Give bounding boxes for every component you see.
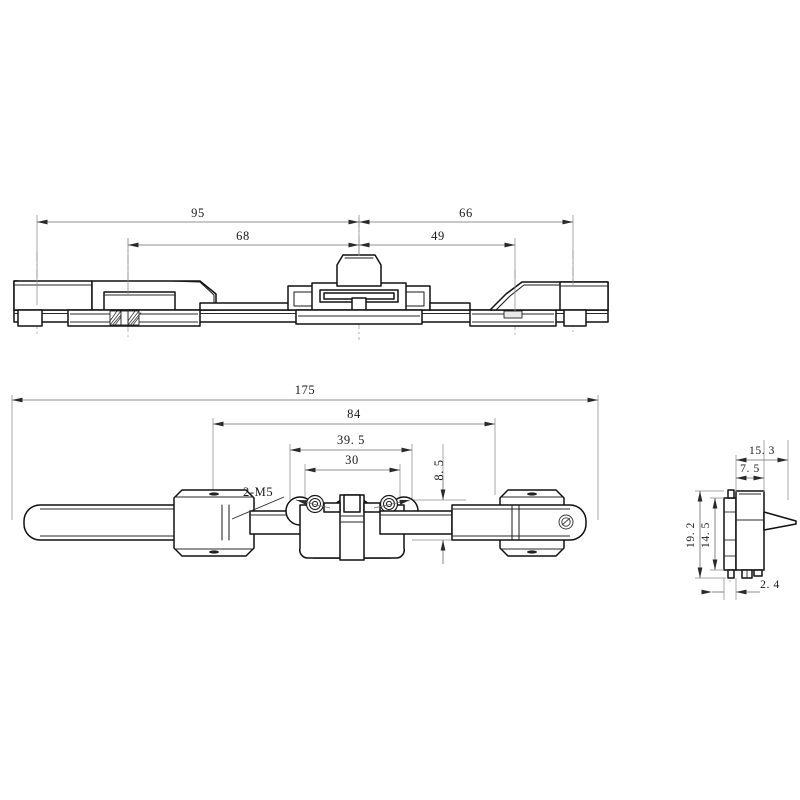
dimension-value-15-3: 15. 3 xyxy=(749,445,775,457)
screw-hole-left xyxy=(305,494,325,514)
dimension-84: 84 xyxy=(213,407,495,427)
side-view: 15. 3 7. 5 19. 2 14. 5 2. 4 xyxy=(685,440,797,600)
dimension-value-19-2: 19. 2 xyxy=(685,522,697,548)
dimension-14-5: 14. 5 xyxy=(700,498,718,570)
dimension-value-14-5: 14. 5 xyxy=(700,522,712,548)
dimension-value-2-4: 2. 4 xyxy=(760,579,780,591)
plan-view-extension-lines xyxy=(11,395,599,541)
dimension-value-66: 66 xyxy=(459,206,473,220)
dimension-19-2: 19. 2 xyxy=(685,491,703,578)
side-view-body xyxy=(723,489,797,579)
dimension-2-4: 2. 4 xyxy=(701,579,780,595)
dimension-30: 30 xyxy=(305,453,400,473)
dimension-8-5: 8. 5 xyxy=(432,444,446,564)
dimension-value-175: 175 xyxy=(295,383,316,397)
callout-2-m5: 2-M5 xyxy=(231,485,411,520)
dimension-49: 49 xyxy=(359,229,516,312)
callout-value-2-m5: 2-M5 xyxy=(243,485,273,499)
front-view-body xyxy=(13,254,609,327)
dimension-value-84: 84 xyxy=(347,407,361,421)
left-bushing-section xyxy=(109,310,142,326)
dimension-value-95: 95 xyxy=(191,206,205,220)
plan-view-body xyxy=(23,489,587,561)
dimension-value-49: 49 xyxy=(431,229,445,243)
dimension-value-8-5: 8. 5 xyxy=(432,459,446,480)
dimension-value-68: 68 xyxy=(236,229,250,243)
dimension-value-39-5: 39. 5 xyxy=(337,433,365,447)
screw-hole-right xyxy=(379,494,399,514)
dimension-175: 175 xyxy=(12,383,598,403)
dimension-value-30: 30 xyxy=(345,453,359,467)
front-elevation-view: 95 66 68 49 xyxy=(13,206,609,340)
dimension-value-7-5: 7. 5 xyxy=(740,463,760,475)
dimension-7-5: 7. 5 xyxy=(736,463,764,481)
center-latch-housing xyxy=(287,254,431,325)
center-hinge-body xyxy=(285,494,419,561)
dimension-15-3: 15. 3 xyxy=(736,445,788,463)
brand-mark-icon xyxy=(558,514,574,530)
dimension-39-5: 39. 5 xyxy=(290,433,412,453)
dimension-66: 66 xyxy=(359,206,574,285)
plan-view: 175 84 39. 5 30 8. 5 2-M5 xyxy=(11,383,599,564)
